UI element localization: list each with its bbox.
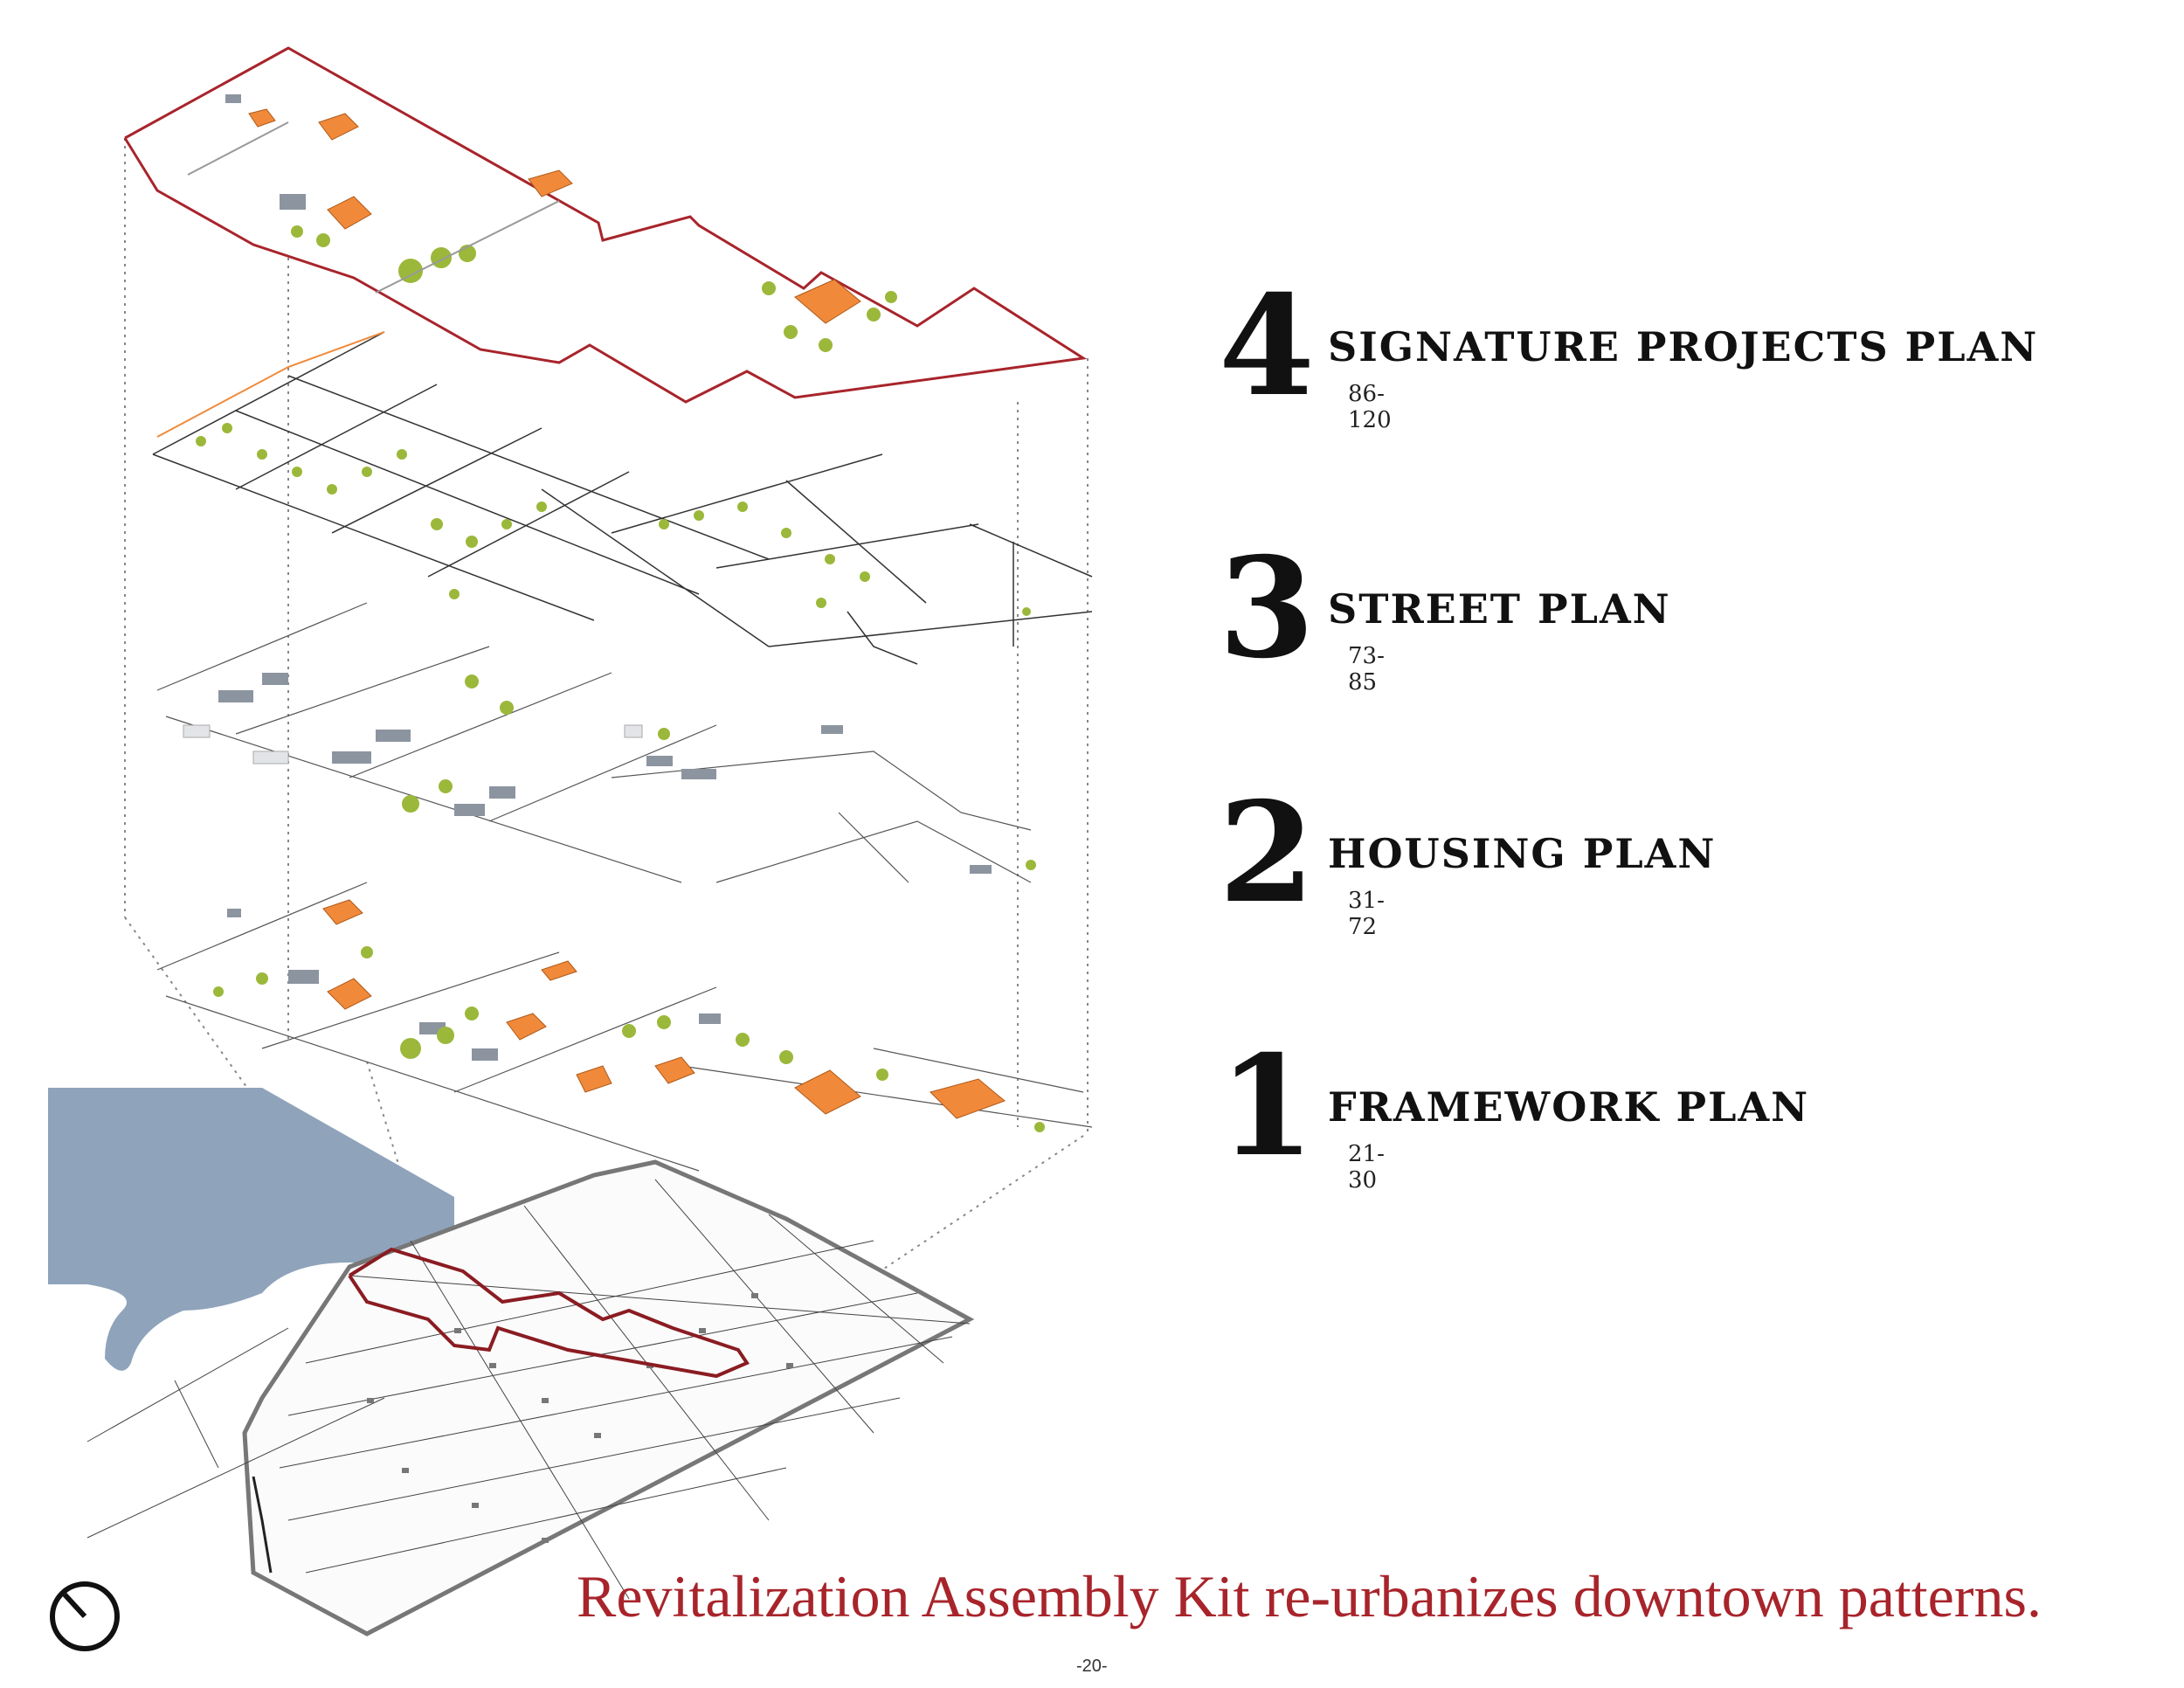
layer-signature-projects xyxy=(123,46,1088,404)
water-body xyxy=(48,1088,454,1371)
layer-pages: 31-72 xyxy=(1348,888,1385,940)
base-city-map xyxy=(48,1088,975,1636)
layer-street-plan xyxy=(152,331,1093,665)
layer-title: Street Plan xyxy=(1328,585,1671,633)
layer-housing-plan xyxy=(156,602,1032,883)
layer-pages: 86-120 xyxy=(1348,381,1392,433)
street-trees xyxy=(196,423,1031,616)
layer-title: Housing Plan xyxy=(1328,830,1717,877)
page-caption: Revitalization Assembly Kit re-urbanizes… xyxy=(577,1563,2042,1629)
layer-number: 4 xyxy=(1219,266,1315,427)
layer-title: Signature Projects Plan xyxy=(1328,323,2039,370)
layer-number: 1 xyxy=(1219,1026,1315,1187)
layer-pages: 73-85 xyxy=(1348,643,1385,695)
north-arrow-icon xyxy=(50,1581,120,1651)
page-number: -20- xyxy=(1076,1657,1108,1676)
layer-framework-plan xyxy=(156,882,1093,1172)
street-accent-line xyxy=(156,331,385,438)
layer-number: 3 xyxy=(1219,528,1315,689)
housing-blocks xyxy=(183,673,1036,874)
downtown-boundary xyxy=(348,1247,750,1379)
layer-pages: 21-30 xyxy=(1348,1141,1385,1193)
projection-lines xyxy=(124,138,1089,1346)
layer-number: 2 xyxy=(1219,772,1315,934)
layer-title: Framework Plan xyxy=(1328,1083,1810,1131)
